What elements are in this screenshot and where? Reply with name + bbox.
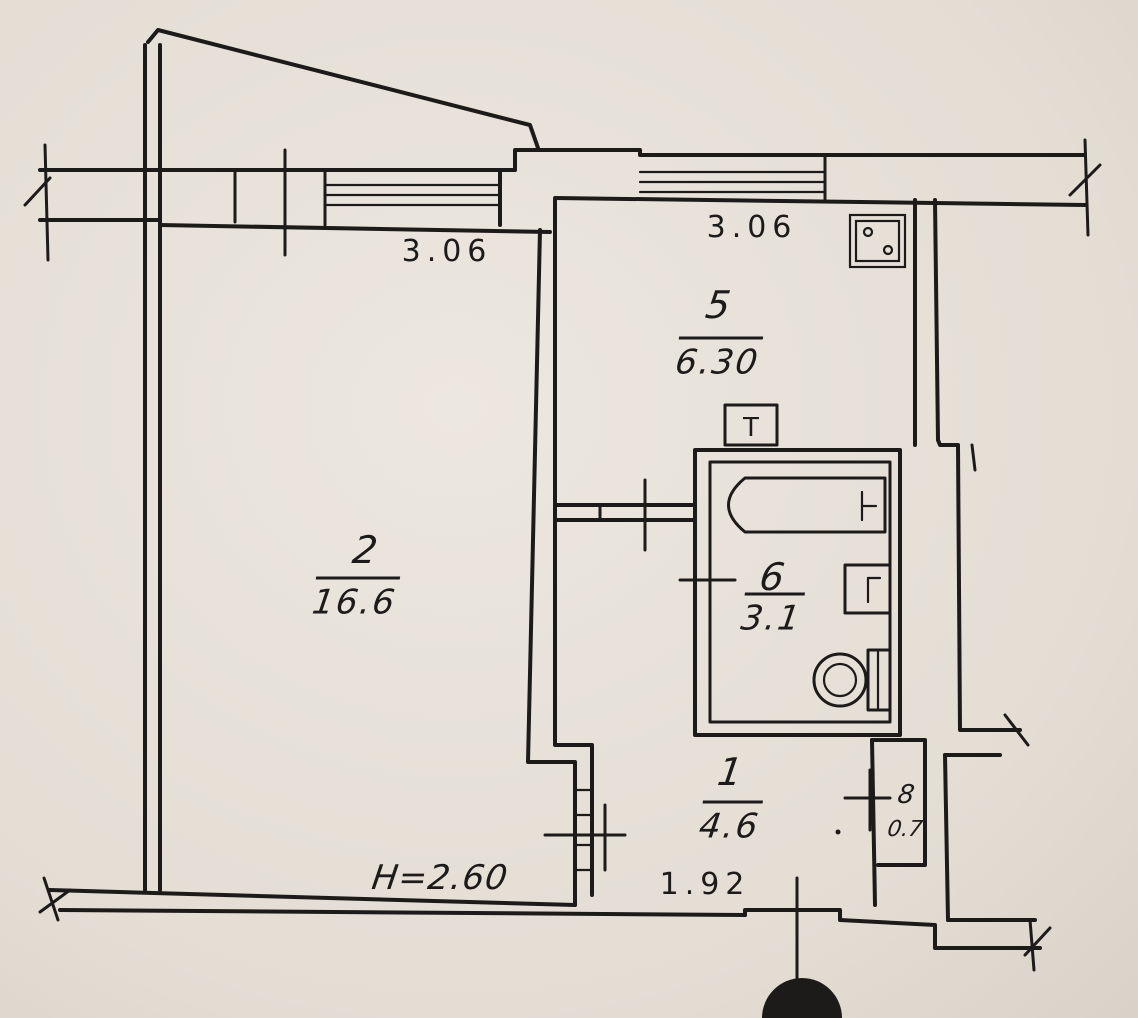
toilet-icon bbox=[812, 648, 892, 712]
ceiling-height: H=2.60 bbox=[369, 858, 511, 898]
window-room2 bbox=[323, 170, 502, 227]
room-2-area: 16.6 bbox=[310, 576, 400, 623]
stove-icon bbox=[848, 213, 907, 269]
closet bbox=[843, 738, 927, 907]
stair-walls bbox=[943, 753, 1037, 922]
dimension-hall-width: 1.92 bbox=[659, 867, 751, 902]
sink-icon bbox=[843, 563, 892, 615]
room-6-area: 3.1 bbox=[739, 592, 806, 639]
partition-room2 bbox=[526, 198, 627, 907]
dimension-room2-width: 3.06 bbox=[401, 234, 493, 269]
room-5-area: 6.30 bbox=[673, 336, 763, 383]
entrance-marker bbox=[762, 876, 842, 1018]
kitchen-right-wall bbox=[913, 198, 1030, 747]
balcony bbox=[143, 28, 540, 892]
closet-dot bbox=[835, 829, 841, 835]
heater-icon bbox=[723, 403, 779, 447]
room-1-area: 4.6 bbox=[697, 800, 764, 847]
exterior-wall-top bbox=[23, 138, 1102, 262]
bathtub-icon bbox=[727, 476, 887, 534]
heater-label: T bbox=[743, 413, 759, 443]
exterior-wall-bottom bbox=[38, 876, 1052, 972]
window-room5 bbox=[638, 153, 827, 202]
dimension-room5-width: 3.06 bbox=[706, 210, 798, 245]
bathroom bbox=[553, 448, 902, 737]
room-8-area: 0.7 bbox=[885, 817, 925, 842]
